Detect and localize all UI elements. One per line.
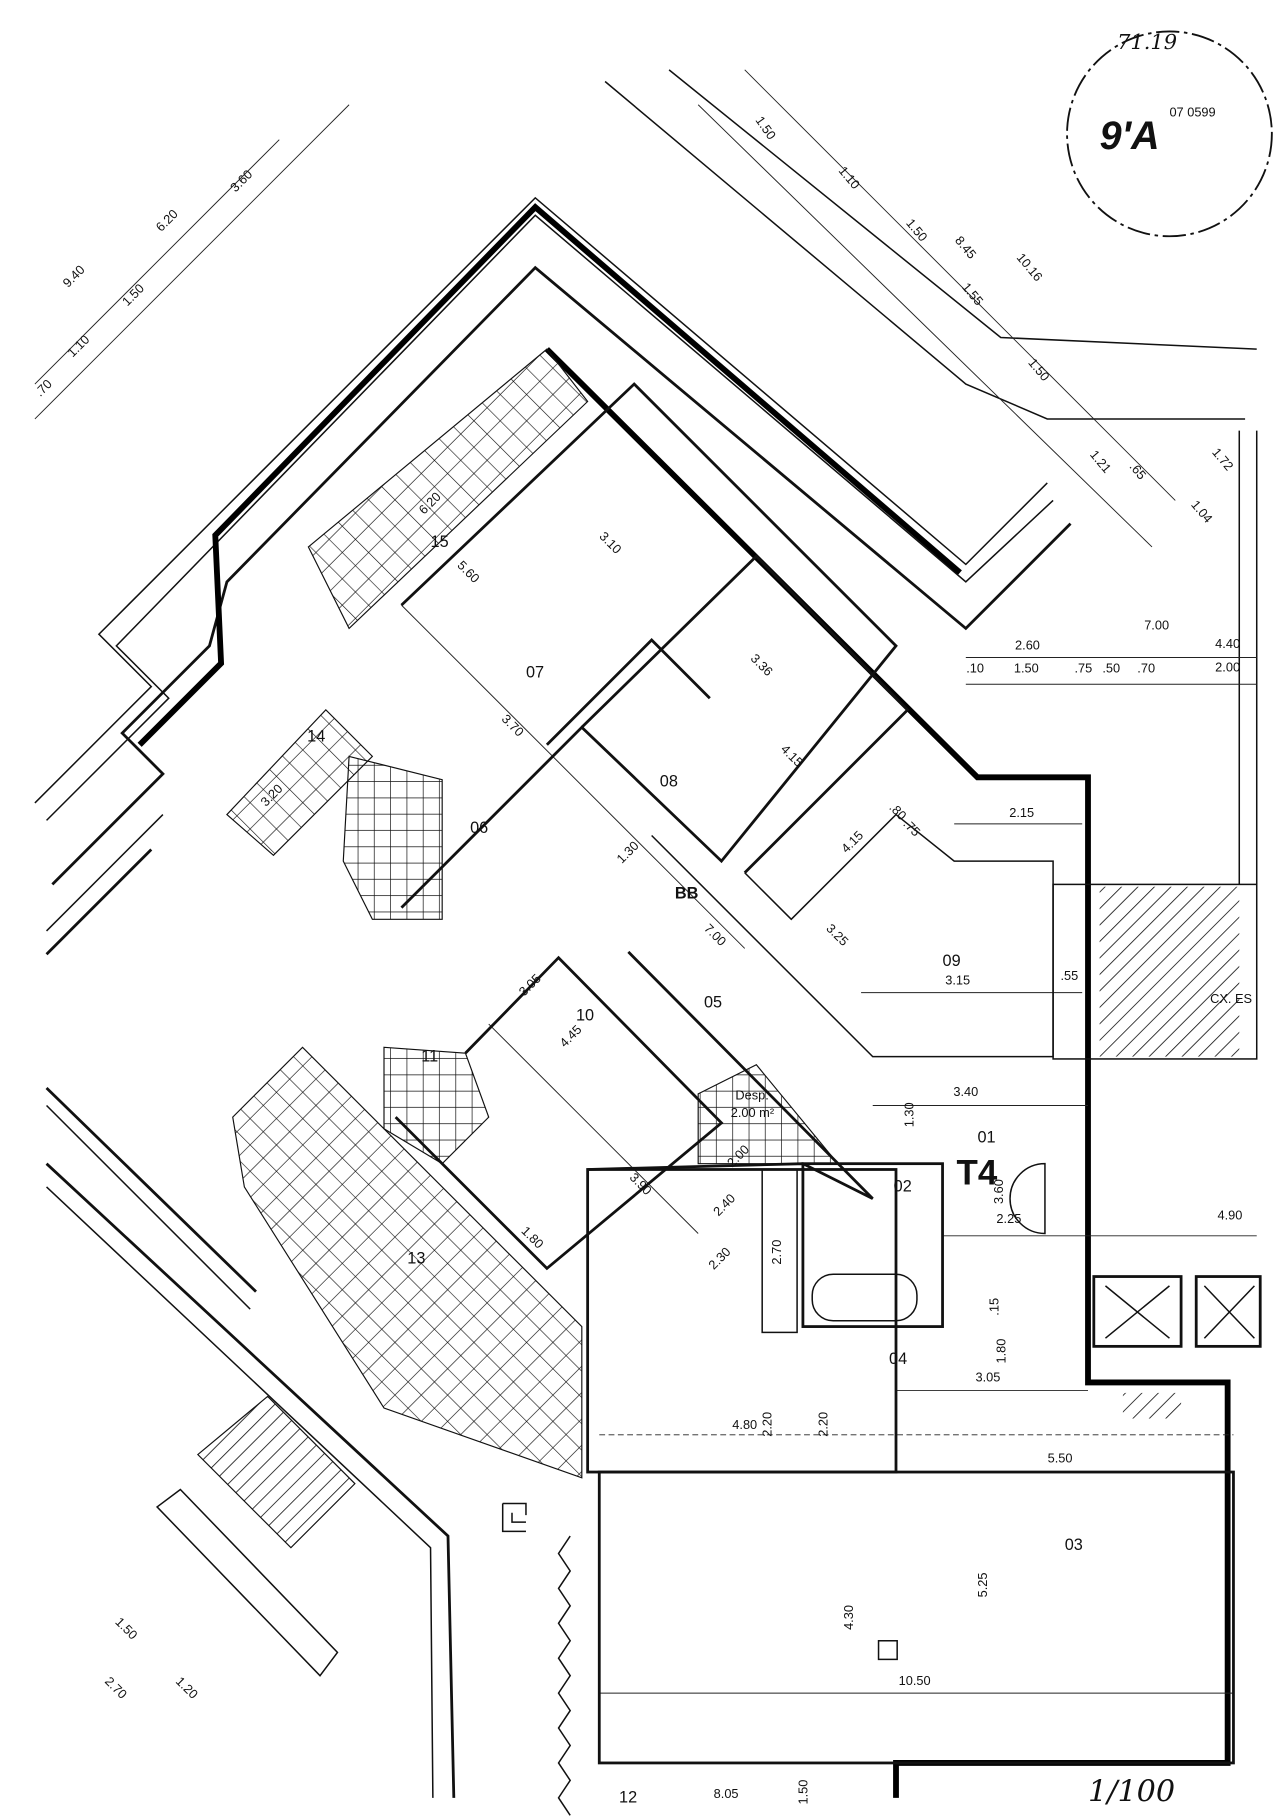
dimension-label: 1.50 [1025,355,1052,384]
dimension-label: 3.05 [516,971,544,999]
room-label: 04 [889,1350,907,1368]
elevator-icon [1092,1275,1262,1348]
dimension-label: .55 [1060,968,1078,983]
dimension-label: 6.20 [153,206,181,234]
dimension-label: .50 [1102,661,1120,676]
dimension-label: 3.25 [823,921,851,949]
room-label: 07 [526,663,544,681]
dimension-label: 4.90 [1218,1208,1243,1223]
dimension-label: 9.40 [60,262,88,290]
dimension-label: 1.50 [753,113,780,142]
dimension-label: 5.25 [975,1572,990,1597]
dimension-label: 1.30 [901,1102,916,1127]
dimension-label: 10.50 [899,1673,931,1688]
cx-label: CX. ES [1210,991,1252,1006]
dimension-label: 2.20 [815,1412,830,1437]
dimension-label: 2.15 [1009,805,1034,820]
dimension-label: 2.30 [705,1244,733,1272]
dimension-label: 8.05 [714,1786,739,1801]
dimension-label: 3.40 [953,1084,978,1099]
dimension-label: 10.16 [1014,250,1046,284]
room-label: 10 [576,1007,594,1025]
dimension-label: 4.45 [556,1022,584,1050]
rooms-outline [394,382,1262,1765]
unit-label: T4 [957,1154,998,1193]
room-label: 06 [470,819,488,837]
desp-label: Desp. [735,1088,768,1103]
room-label: 15 [431,533,449,551]
dimension-label: 5.50 [1048,1451,1073,1466]
dimension-label: 1.50 [903,216,930,245]
dimension-label: 4.80 [732,1417,757,1432]
stamp-number: 07 0599 [1169,104,1215,119]
room-label: 12 [619,1789,637,1807]
room-label: 11 [421,1047,438,1065]
dimension-label: 3.10 [596,528,624,556]
room-label: 09 [943,952,961,970]
dimension-label: 2.00 [1215,659,1240,674]
room-labels: 01 02 03 04 05 06 07 08 09 10 11 13 14 15 12 [307,533,1083,1807]
dimension-label: 1.21 [1087,447,1114,476]
dimension-label: .70 [1137,661,1155,676]
dimension-lines [34,69,1257,1694]
stamp-main: 9'A [1100,114,1160,158]
dimension-label: .10 [966,661,984,676]
dimension-label: 4.30 [841,1605,856,1630]
dimension-label: .65 [1127,459,1150,482]
dimension-label: .15 [986,1298,1001,1316]
dimension-label: 1.50 [796,1780,811,1805]
dimension-label: 3.05 [975,1369,1000,1384]
dimension-label: 2.20 [759,1412,774,1437]
dimension-label: 1.55 [959,280,986,309]
dimension-label: 1.80 [519,1223,547,1251]
dimension-label: 2.70 [769,1240,784,1265]
room-label: 05 [704,994,722,1012]
scale-label: 1/100 [1088,1774,1175,1809]
dimension-label: 3.60 [227,167,255,195]
dimension-label: 1.30 [613,838,641,866]
stamp-handwriting: 71.19 [1117,30,1177,54]
dimension-label: 7.00 [701,921,729,949]
dimension-label: 2.40 [710,1191,738,1219]
dimension-label: 5.60 [455,558,483,586]
dimension-label: 2.25 [996,1211,1021,1226]
dimension-label: .75 [900,816,923,839]
dimension-label: 1.04 [1188,497,1215,526]
room-label: 08 [660,773,678,791]
dimension-label: .75 [1074,661,1092,676]
dimension-label: 2.60 [1015,637,1040,652]
room-label: 13 [407,1250,425,1268]
desp-area-label: 2.00 m² [731,1105,775,1120]
dimension-label: 3.36 [748,651,776,679]
bb-label: BB [675,884,699,902]
dimension-label: 1.10 [836,163,863,192]
room-label: 03 [1065,1536,1083,1554]
dimension-label: 3.70 [499,711,527,739]
dimension-label: 1.50 [112,1614,140,1642]
dimension-label: .70 [32,376,55,399]
dimension-label: 4.15 [838,828,866,856]
approval-stamp: 71.19 9'A 07 0599 [1066,30,1273,238]
dimension-label: 4.40 [1215,636,1240,651]
room-label: 01 [977,1129,995,1147]
dimension-label: 2.70 [102,1674,130,1702]
dimension-label: 3.60 [991,1179,1006,1204]
dimension-label: 1.72 [1209,445,1236,474]
room-label: 14 [307,727,325,745]
dimension-label: 4.15 [778,741,806,769]
dimension-label: 1.80 [993,1339,1008,1364]
tiled-areas [155,348,840,1816]
dimension-label: 3.90 [627,1170,655,1198]
dimension-label: 1.10 [64,332,92,360]
dimension-label: 8.45 [952,233,979,262]
dimension-label: 3.15 [945,972,970,987]
room-label: 02 [894,1178,912,1196]
dimension-label: 1.20 [173,1674,201,1702]
dimension-label: 1.50 [119,281,147,309]
dimension-label: 7.00 [1144,618,1169,633]
dimension-label: 1.50 [1014,661,1039,676]
